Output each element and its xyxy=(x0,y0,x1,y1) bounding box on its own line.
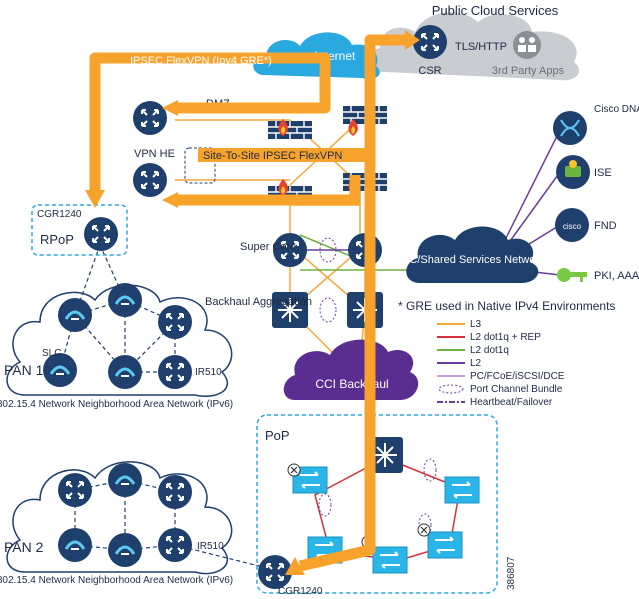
third-party-apps-icon xyxy=(513,31,541,59)
pan2-router-icon-2 xyxy=(157,474,193,510)
fnd-label: FND xyxy=(594,220,617,232)
fnd-icon: cisco xyxy=(555,208,589,242)
site-to-site-label-bg xyxy=(198,148,366,162)
rep-block-icon-3 xyxy=(417,523,431,537)
pan2-ir-label: IR510 xyxy=(197,541,224,552)
tls-label: TLS/HTTP xyxy=(455,41,507,53)
svg-text:cisco: cisco xyxy=(563,222,582,231)
pop-box xyxy=(256,414,498,594)
legend-label-rep: L2 dot1q + REP xyxy=(470,332,541,343)
legend-label-l2: L2 xyxy=(470,358,482,369)
cci-backhaul-cloud xyxy=(283,339,419,400)
vpn-he-router-icon-2 xyxy=(132,162,168,198)
pop-cgr-label: CGR1240 xyxy=(278,586,323,597)
pan1-mesh-icon-2 xyxy=(106,281,144,319)
pan1-name: PAN 1 xyxy=(4,362,44,378)
pan2-mesh-icon-3 xyxy=(106,531,144,569)
pan2-cloud xyxy=(6,461,233,575)
rpop-router-icon xyxy=(83,216,119,252)
pop-switch-icon-4 xyxy=(372,546,408,574)
legend-label-heartbeat: Heartbeat/Failover xyxy=(470,397,553,408)
legend-label-port-channel: Port Channel Bundle xyxy=(470,384,563,395)
pan1-ir-label: IR510 xyxy=(195,367,222,378)
legend-label-dot1q: L2 dot1q xyxy=(470,345,509,356)
csr-router-icon xyxy=(412,24,448,60)
cci-backhaul-label: CCI Backhaul xyxy=(315,377,388,391)
pan1-slc-label: SLC xyxy=(42,348,61,359)
pan1-mesh-icon-1 xyxy=(56,296,94,334)
port-channel-bundles xyxy=(318,237,437,537)
dc-cloud xyxy=(406,226,539,283)
flexvpn-tunnel xyxy=(89,34,410,572)
dna-label: Cisco DNA Center xyxy=(594,104,639,115)
flexvpn-label: IPSEC FlexVPN (Ipv4 GRE*) xyxy=(130,55,272,67)
pan1-ir510-icon xyxy=(157,354,193,390)
pan2-name: PAN 2 xyxy=(4,539,44,555)
pan2-mesh-icon-2 xyxy=(56,526,94,564)
pop-switch-icon-5 xyxy=(427,531,463,559)
pan2-mesh-icon-1 xyxy=(106,461,144,499)
pop-label: PoP xyxy=(265,428,290,443)
rep-block-icon-1 xyxy=(287,463,301,477)
pan1-caption: 802.15.4 Network Neighborhood Area Netwo… xyxy=(0,399,233,410)
super-core-label: Super Core xyxy=(240,241,296,253)
cloud-title: Public Cloud Services xyxy=(432,3,559,18)
legend-note: * GRE used in Native IPv4 Environments xyxy=(398,299,615,313)
legend: L3 L2 dot1q + REP L2 dot1q L2 PC/FCoE/iS… xyxy=(437,319,565,408)
legend-swatch-port-channel xyxy=(438,384,464,394)
backhaul-label: Backhaul Aggregation xyxy=(205,296,312,308)
pan1-router-icon-1 xyxy=(157,304,193,340)
vpn-he-router-icon-1 xyxy=(132,100,168,136)
site-to-site-label: Site-To-Site IPSEC FlexVPN xyxy=(203,150,342,162)
pan1-mesh-icon-3 xyxy=(106,353,144,391)
pki-label: PKI, AAA xyxy=(594,270,639,282)
dc-label: DC/Shared Services Network xyxy=(401,254,545,266)
pan2-caption: 802.15.4 Network Neighborhood Area Netwo… xyxy=(0,575,233,586)
pop-switch-icon-2 xyxy=(444,476,480,504)
figure-id: 386807 xyxy=(506,556,517,590)
rpop-label: RPoP xyxy=(40,232,74,247)
ise-label: ISE xyxy=(594,167,612,179)
csr-label: CSR xyxy=(418,65,441,77)
third-party-label: 3rd Party Apps xyxy=(492,65,565,77)
dna-center-icon xyxy=(553,111,587,145)
pki-key-icon xyxy=(557,268,587,282)
legend-label-fcoe: PC/FCoE/iSCSI/DCE xyxy=(470,371,565,382)
legend-label-l3: L3 xyxy=(470,319,482,330)
pan2-ir510-icon xyxy=(157,527,193,563)
tunnel-arrowheads xyxy=(85,30,420,575)
ise-icon xyxy=(556,155,590,189)
pan2-router-icon-1 xyxy=(57,472,93,508)
rpop-cgr-label: CGR1240 xyxy=(37,209,82,220)
firewall-icon-2 xyxy=(267,120,313,140)
pan1-cloud xyxy=(6,284,233,397)
vpn-he-label: VPN HE xyxy=(134,148,175,160)
